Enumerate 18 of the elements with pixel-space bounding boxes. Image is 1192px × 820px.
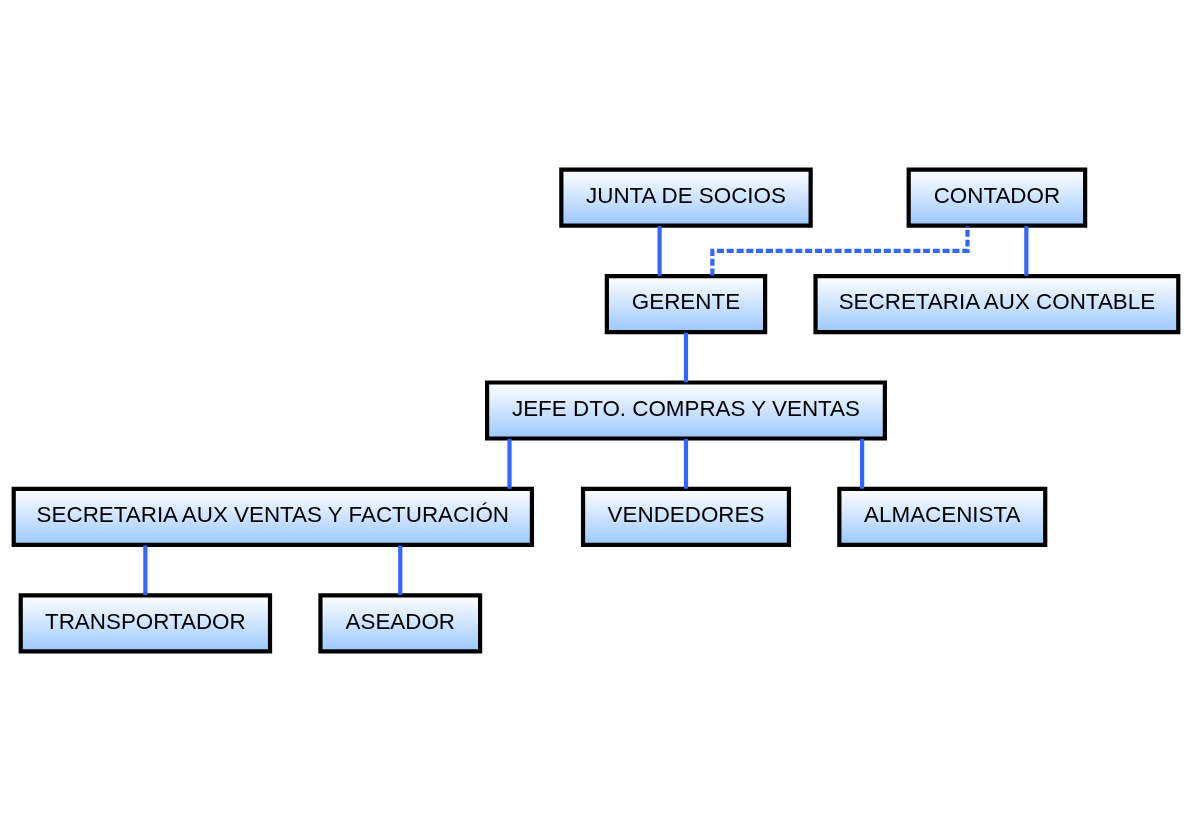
node-box: SECRETARIA AUX VENTAS Y FACTURACIÓN [11,486,534,547]
node-box: SECRETARIA AUX CONTABLE [813,273,1181,334]
node-box: CONTADOR [906,167,1088,228]
connector [683,438,689,489]
node-box: ALMACENISTA [837,486,1048,547]
node-box: JEFE DTO. COMPRAS Y VENTAS [485,379,887,441]
connector [683,332,689,382]
connector [507,438,512,489]
node-box: GERENTE [604,273,768,334]
node-box: ASEADOR [318,592,483,653]
connector [1024,225,1029,276]
connector [860,438,865,489]
node-box: VENDEDORES [580,486,792,547]
connector [657,225,662,276]
node-box: TRANSPORTADOR [18,592,273,653]
connector [398,544,403,595]
node-box: JUNTA DE SOCIOS [559,167,813,228]
connector [143,544,148,595]
